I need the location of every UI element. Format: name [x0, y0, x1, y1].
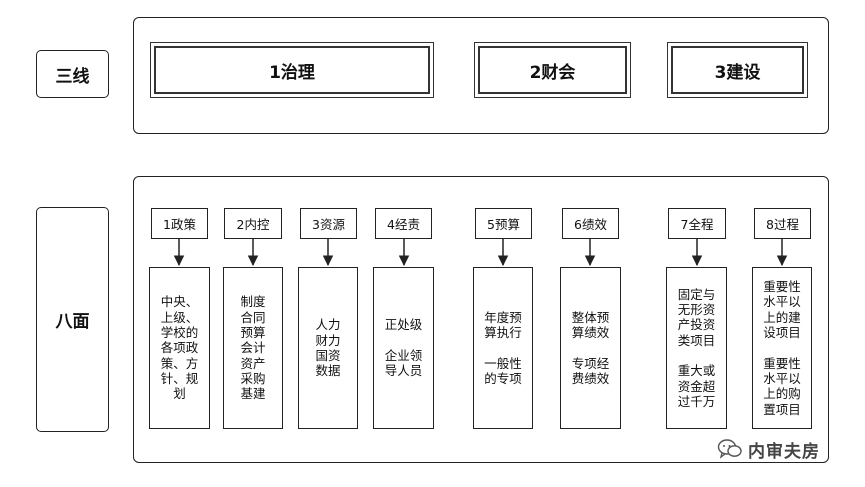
row-label-text: 三线 — [55, 66, 90, 87]
line-box-label: 2财会 — [529, 62, 576, 83]
watermark-text: 内审夫房 — [748, 441, 820, 462]
aspect-header-policy: 1政策 — [151, 208, 208, 239]
aspect-detail-budget: 年度预 算执行 一般性 的专项 — [473, 267, 533, 429]
aspect-detail-economic-responsibility: 正处级 企业领 导人员 — [373, 267, 434, 429]
aspect-header-budget: 5预算 — [475, 208, 532, 239]
aspect-header-label: 8过程 — [766, 217, 799, 232]
aspect-header-label: 2内控 — [236, 217, 270, 232]
row-label-three-lines: 三线 — [36, 50, 109, 98]
aspect-header-economic-responsibility: 4经责 — [375, 208, 432, 239]
line-box-construction: 3建设 — [667, 42, 808, 98]
aspect-header-label: 5预算 — [487, 217, 520, 232]
aspect-detail-performance: 整体预 算绩效 专项经 费绩效 — [560, 267, 621, 429]
aspect-detail-whole-process: 固定与 无形资 产投资 类项目 重大或 资金超 过千万 — [666, 267, 727, 429]
aspect-header-whole-process: 7全程 — [668, 208, 726, 239]
watermark: 内审夫房 — [717, 436, 820, 462]
row-label-eight-aspects: 八面 — [36, 207, 109, 432]
aspect-detail-text: 中央、 上级、 学校的 各项政 策、方 针、规 划 — [160, 294, 199, 402]
aspect-detail-resources: 人力 财力 国资 数据 — [298, 267, 358, 429]
aspect-header-label: 4经责 — [387, 217, 420, 232]
aspect-detail-text: 正处级 企业领 导人员 — [384, 317, 423, 379]
aspect-detail-text: 整体预 算绩效 专项经 费绩效 — [571, 309, 610, 386]
aspect-header-label: 3资源 — [312, 217, 345, 232]
aspect-detail-text: 制度 合同 预算 会计 资产 采购 基建 — [240, 294, 266, 402]
aspect-header-label: 7全程 — [680, 217, 714, 232]
aspect-detail-policy: 中央、 上级、 学校的 各项政 策、方 针、规 划 — [149, 267, 210, 429]
line-box-governance: 1治理 — [150, 42, 434, 98]
wechat-icon — [717, 439, 742, 459]
line-box-finance: 2财会 — [474, 42, 631, 98]
row-label-text: 八面 — [55, 312, 90, 332]
aspect-header-label: 1政策 — [163, 217, 196, 232]
aspect-header-internal-control: 2内控 — [224, 208, 282, 239]
aspect-header-performance: 6绩效 — [562, 208, 619, 239]
aspect-header-process: 8过程 — [754, 208, 811, 239]
aspect-detail-text: 固定与 无形资 产投资 类项目 重大或 资金超 过千万 — [677, 286, 716, 409]
line-box-label: 1治理 — [269, 62, 315, 83]
aspect-detail-text: 重要性 水平以 上的建 设项目 重要性 水平以 上的购 置项目 — [763, 279, 801, 417]
aspect-detail-internal-control: 制度 合同 预算 会计 资产 采购 基建 — [223, 267, 283, 429]
aspect-detail-text: 年度预 算执行 一般性 的专项 — [484, 309, 522, 386]
aspect-detail-process: 重要性 水平以 上的建 设项目 重要性 水平以 上的购 置项目 — [752, 267, 812, 429]
aspect-header-label: 6绩效 — [574, 217, 607, 232]
line-box-label: 3建设 — [714, 62, 761, 83]
aspect-header-resources: 3资源 — [300, 208, 357, 239]
aspect-detail-text: 人力 财力 国资 数据 — [315, 317, 341, 379]
